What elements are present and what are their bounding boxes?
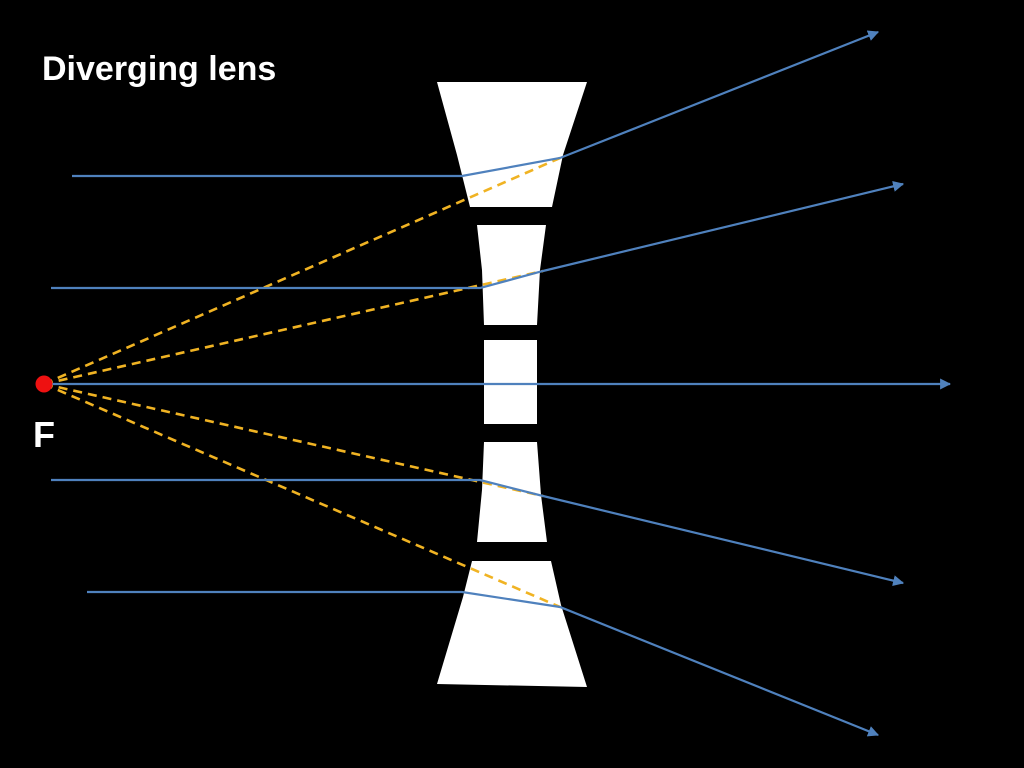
ray-4 bbox=[51, 478, 905, 587]
virtual-ray-1 bbox=[43, 156, 561, 386]
lens-segment-2 bbox=[477, 225, 546, 325]
virtual-ray-3 bbox=[43, 382, 544, 498]
focal-point-label: F bbox=[33, 414, 55, 455]
lens-segment-1 bbox=[437, 82, 587, 207]
ray-1 bbox=[72, 30, 880, 178]
lens bbox=[437, 82, 587, 687]
ray-5 bbox=[87, 590, 880, 737]
focal-point: F bbox=[33, 375, 55, 455]
virtual-ray-4 bbox=[43, 382, 561, 609]
virtual-rays bbox=[43, 156, 561, 609]
lens-segment-4 bbox=[477, 442, 547, 542]
lens-segment-5 bbox=[437, 561, 587, 687]
ray-2 bbox=[51, 180, 905, 290]
lens-segment-3 bbox=[484, 340, 537, 424]
light-rays bbox=[44, 30, 952, 737]
virtual-ray-2 bbox=[43, 269, 544, 386]
focal-point-dot bbox=[35, 375, 53, 393]
diagram-title: Diverging lens bbox=[42, 50, 276, 88]
